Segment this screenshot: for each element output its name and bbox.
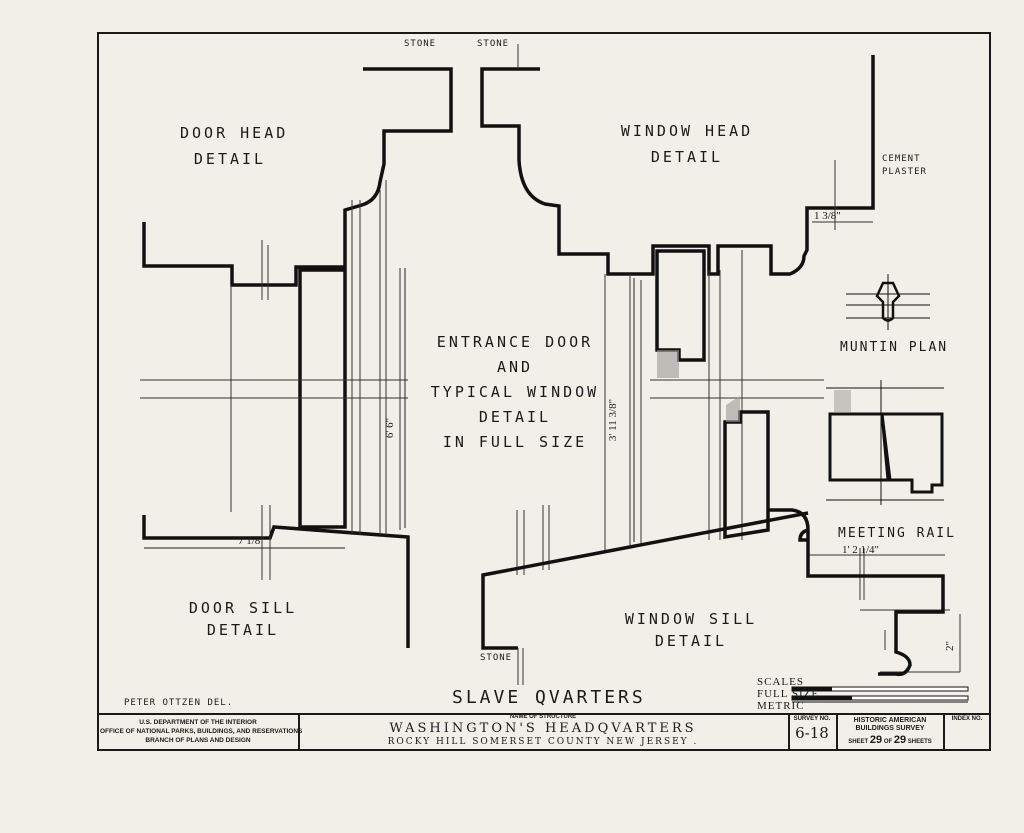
sheet-title: SLAVE QVARTERS xyxy=(452,687,646,708)
window-height-dimension: 3' 11 3/8" xyxy=(607,398,620,442)
window-sill-subtitle: DETAIL xyxy=(654,632,728,650)
scales-legend: SCALES FULL SIZE METRIC xyxy=(757,676,819,712)
agency-line-2: OFFICE OF NATIONAL PARKS, BUILDINGS, AND… xyxy=(100,728,303,735)
agency-line-1: U.S. DEPARTMENT OF THE INTERIOR xyxy=(139,719,257,726)
stone-note-2: STONE xyxy=(477,39,510,49)
agency-line-3: BRANCH OF PLANS AND DESIGN xyxy=(145,737,251,744)
entrance-detail-label: ENTRANCE DOOR AND TYPICAL WINDOW DETAIL … xyxy=(420,330,610,455)
dimension-lines xyxy=(144,268,635,549)
meeting-rail-label: MEETING RAIL xyxy=(838,526,956,541)
meeting-rail xyxy=(826,380,944,505)
habs-line-2: BUILDINGS SURVEY xyxy=(855,725,925,732)
agency-cell xyxy=(98,715,300,749)
sill-width-dimension: 7 1/8" xyxy=(238,535,265,547)
entrance-line-1: ENTRANCE DOOR xyxy=(436,333,594,351)
survey-number: 6-18 xyxy=(795,724,829,742)
survey-label: SURVEY NO. xyxy=(793,716,831,722)
scales-heading: SCALES xyxy=(757,676,804,688)
door-sill-subtitle: DETAIL xyxy=(206,621,280,639)
door-head-label: DOOR HEAD DETAIL xyxy=(180,120,289,172)
door-head-title: DOOR HEAD xyxy=(180,124,289,142)
window-sill-label: WINDOW SILL DETAIL xyxy=(616,608,766,652)
door-height-dimension: 6' 6" xyxy=(384,417,397,439)
window-head-profile xyxy=(480,55,875,362)
entrance-line-3: TYPICAL WINDOW xyxy=(430,383,600,401)
name-of-structure-label: NAME OF STRUCTURE xyxy=(509,714,577,720)
scale-full-size: FULL SIZE xyxy=(757,688,820,700)
door-sill-label: DOOR SILL DETAIL xyxy=(188,597,298,641)
entrance-line-4: DETAIL xyxy=(478,408,552,426)
rail-height-dimension: 2" xyxy=(944,641,956,651)
window-head-title: WINDOW HEAD xyxy=(620,122,754,140)
rail-width-dimension: 1' 2 1/4" xyxy=(842,544,880,556)
stone-note-3: STONE xyxy=(480,653,513,663)
agency-text: U.S. DEPARTMENT OF THE INTERIOR OFFICE O… xyxy=(100,718,303,745)
entrance-line-2: AND xyxy=(496,358,534,376)
habs-line-1: HISTORIC AMERICAN xyxy=(853,717,927,724)
scale-bar xyxy=(791,686,969,703)
window-head-subtitle: DETAIL xyxy=(650,148,724,166)
habs-cell xyxy=(838,715,945,749)
habs-text: HISTORIC AMERICAN BUILDINGS SURVEY xyxy=(840,717,940,733)
cement-note-line-1: CEMENT xyxy=(882,154,921,164)
sheets-word: SHEETS xyxy=(907,739,932,745)
window-head-label: WINDOW HEAD DETAIL xyxy=(612,118,762,170)
sheet-total: 29 xyxy=(893,734,907,746)
structure-name: WASHINGTON'S HEADQVARTERS xyxy=(389,721,697,736)
cement-plaster-note: CEMENT PLASTER xyxy=(882,153,927,179)
window-sill-title: WINDOW SILL xyxy=(624,610,758,628)
stone-hatching xyxy=(657,350,851,422)
cement-note-line-2: PLASTER xyxy=(882,167,927,177)
delineator-credit: PETER OTTZEN DEL. xyxy=(124,698,234,708)
entrance-line-5: IN FULL SIZE xyxy=(442,433,588,451)
survey-cell xyxy=(788,715,838,749)
sheet-number: 29 xyxy=(869,734,883,746)
door-head-subtitle: DETAIL xyxy=(193,150,267,168)
sheet-prefix: SHEET xyxy=(848,739,869,745)
head-offset-dimension: 1 3/8" xyxy=(814,210,841,222)
sheet-of: OF xyxy=(883,739,893,745)
door-sill-title: DOOR SILL xyxy=(188,599,298,617)
structure-cell xyxy=(298,715,790,749)
muntin-plan xyxy=(846,274,930,330)
muntin-plan-label: MUNTIN PLAN xyxy=(840,340,949,355)
structure-location: ROCKY HILL SOMERSET COUNTY NEW JERSEY . xyxy=(387,737,699,747)
stone-note-1: STONE xyxy=(404,39,437,49)
sheet-border xyxy=(97,32,991,751)
sheet-count: SHEET 29 OF 29 SHEETS xyxy=(840,734,940,746)
index-label: INDEX NO. xyxy=(951,716,983,722)
scale-metric: METRIC xyxy=(757,700,805,712)
